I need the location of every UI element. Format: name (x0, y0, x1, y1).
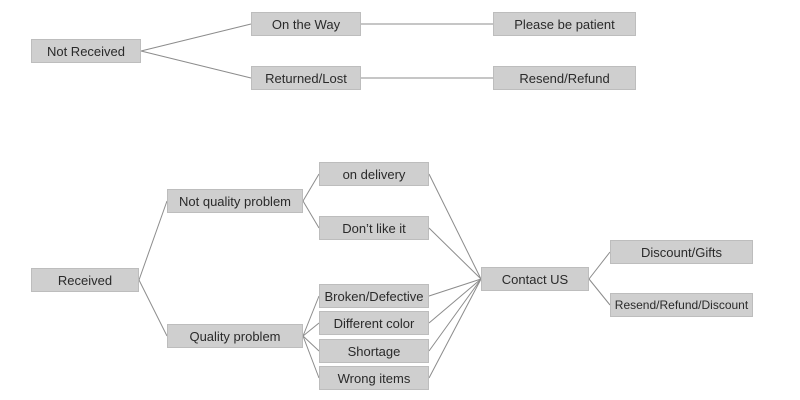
node-label: Shortage (347, 343, 401, 359)
node-resend-refund-discount: Resend/Refund/Discount (610, 293, 753, 317)
node-contact-us: Contact US (481, 267, 589, 291)
node-label: Contact US (501, 271, 569, 287)
node-label: Different color (333, 315, 415, 331)
node-different-color: Different color (319, 311, 429, 335)
connector-wrong-to-contact (428, 278, 482, 379)
node-label: Quality problem (189, 328, 281, 344)
node-label: Resend/Refund/Discount (614, 298, 749, 312)
node-returned-lost: Returned/Lost (251, 66, 361, 90)
node-label: Don’t like it (342, 220, 406, 236)
connector-on-delivery-to-contact (428, 173, 482, 280)
connector-not-quality-to-on-delivery (302, 173, 320, 202)
node-please-be-patient: Please be patient (493, 12, 636, 36)
node-label: Not Received (46, 43, 126, 59)
node-label: Not quality problem (179, 193, 291, 209)
node-discount-gifts: Discount/Gifts (610, 240, 753, 264)
node-label: On the Way (271, 16, 341, 32)
node-not-received: Not Received (31, 39, 141, 63)
connector-shortage-to-contact (428, 278, 482, 352)
node-on-the-way: On the Way (251, 12, 361, 36)
connector-quality-to-shortage (302, 335, 320, 352)
connector-dont-like-to-contact (428, 227, 482, 280)
connector-quality-to-different (302, 322, 320, 337)
node-label: Broken/Defective (324, 288, 424, 304)
connector-broken-to-contact (428, 278, 482, 297)
connector-received-to-quality (138, 279, 168, 337)
connector-not-received-to-returned-lost (140, 50, 252, 79)
node-label: on delivery (342, 166, 406, 182)
node-quality-problem: Quality problem (167, 324, 303, 348)
node-not-quality-problem: Not quality problem (167, 189, 303, 213)
connector-contact-to-discount-gifts (588, 251, 611, 280)
connector-not-quality-to-dont-like (302, 200, 320, 229)
node-dont-like-it: Don’t like it (319, 216, 429, 240)
connector-contact-to-resend-refund-discount (588, 278, 611, 306)
connector-quality-to-wrong (302, 335, 320, 379)
node-broken-defective: Broken/Defective (319, 284, 429, 308)
node-wrong-items: Wrong items (319, 366, 429, 390)
node-label: Received (57, 272, 113, 288)
node-shortage: Shortage (319, 339, 429, 363)
node-on-delivery: on delivery (319, 162, 429, 186)
connector-received-to-not-quality (138, 200, 168, 281)
node-received: Received (31, 268, 139, 292)
node-label: Wrong items (337, 370, 411, 386)
connector-quality-to-broken (302, 295, 320, 337)
node-label: Resend/Refund (519, 70, 610, 86)
node-label: Discount/Gifts (641, 244, 722, 260)
connector-different-to-contact (428, 278, 482, 324)
node-label: Returned/Lost (265, 70, 347, 86)
node-label: Please be patient (514, 16, 615, 32)
node-resend-refund: Resend/Refund (493, 66, 636, 90)
connector-not-received-to-on-the-way (140, 23, 252, 52)
